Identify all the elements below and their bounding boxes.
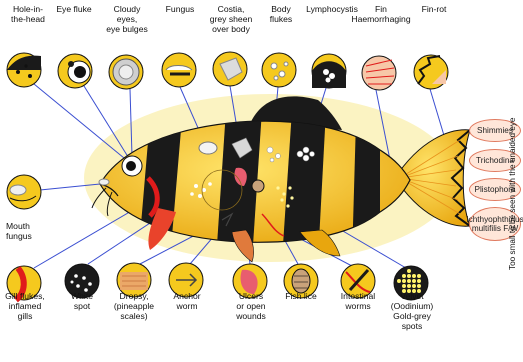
label-fin-haemorrhaging: Fin Haemorrhaging bbox=[351, 4, 410, 24]
symptom-circle-fin-haemorrhaging bbox=[362, 56, 396, 90]
symptom-circle-cloudy-eyes bbox=[109, 55, 143, 89]
symptom-circle-fin-rot bbox=[414, 55, 448, 89]
velvet-dot bbox=[407, 274, 411, 278]
label-fish-lice: Fish lice bbox=[285, 291, 317, 301]
velvet-dot bbox=[402, 274, 406, 278]
label-dropsy: Dropsy, (pineapple scales) bbox=[114, 291, 154, 321]
fish-pupil bbox=[126, 161, 136, 171]
velvet-dot bbox=[417, 274, 421, 278]
label-fungus: Fungus bbox=[166, 4, 195, 14]
symptom-circle-fungus bbox=[162, 53, 196, 87]
label-mouth-fungus: Mouth fungus bbox=[6, 221, 32, 241]
symptom-circle-mouth-fungus bbox=[7, 175, 41, 209]
label-fin-rot: Fin-rot bbox=[422, 4, 447, 14]
velvet-dot bbox=[407, 284, 411, 288]
label-gill-flukes: Gill flukes, inflamed gills bbox=[5, 291, 45, 321]
symptom-circle-lymphocystis bbox=[312, 54, 346, 88]
label-cloudy-eyes: Cloudy eyes, eye bulges bbox=[106, 4, 148, 34]
label-costia: Costia, grey sheen over body bbox=[210, 4, 253, 34]
velvet-dot bbox=[417, 279, 421, 283]
label-body-flukes: Body flukes bbox=[270, 4, 292, 24]
label-lymphocystis: Lymphocystis bbox=[306, 4, 358, 14]
velvet-dot bbox=[412, 284, 416, 288]
velvet-dot bbox=[417, 284, 421, 288]
label-anchor-worm: Anchor worm bbox=[173, 291, 200, 311]
mouth-fungus-mark bbox=[99, 179, 109, 185]
velvet-dot bbox=[407, 269, 411, 273]
velvet-dot bbox=[412, 274, 416, 278]
velvet-dot bbox=[402, 279, 406, 283]
velvet-dot bbox=[412, 279, 416, 283]
velvet-dot bbox=[402, 284, 406, 288]
label-eye-fluke: Eye fluke bbox=[56, 4, 91, 14]
label-intestinal-worms: Intestinal worms bbox=[341, 291, 375, 311]
velvet-dot bbox=[407, 279, 411, 283]
label-velvet: Velvet (Oodinium) Gold-grey spots bbox=[391, 291, 434, 331]
label-hole-in-the-head: Hole-in- the-head bbox=[11, 4, 45, 24]
label-white-spot: White spot bbox=[71, 291, 93, 311]
side-note-unaided-eye: Too small to be seen with the unaided ey… bbox=[508, 70, 517, 270]
fish-louse-mark bbox=[252, 180, 264, 192]
pointer-line bbox=[34, 84, 124, 158]
velvet-dot bbox=[397, 279, 401, 283]
symptom-circle-body-flukes bbox=[262, 53, 296, 87]
symptom-circle-eye-fluke bbox=[58, 54, 92, 88]
label-ulcers: Ulcers or open wounds bbox=[236, 291, 266, 321]
fungus-patch bbox=[199, 142, 217, 154]
symptom-circle-hole-in-the-head bbox=[7, 53, 41, 87]
symptom-circle-costia bbox=[213, 52, 247, 86]
